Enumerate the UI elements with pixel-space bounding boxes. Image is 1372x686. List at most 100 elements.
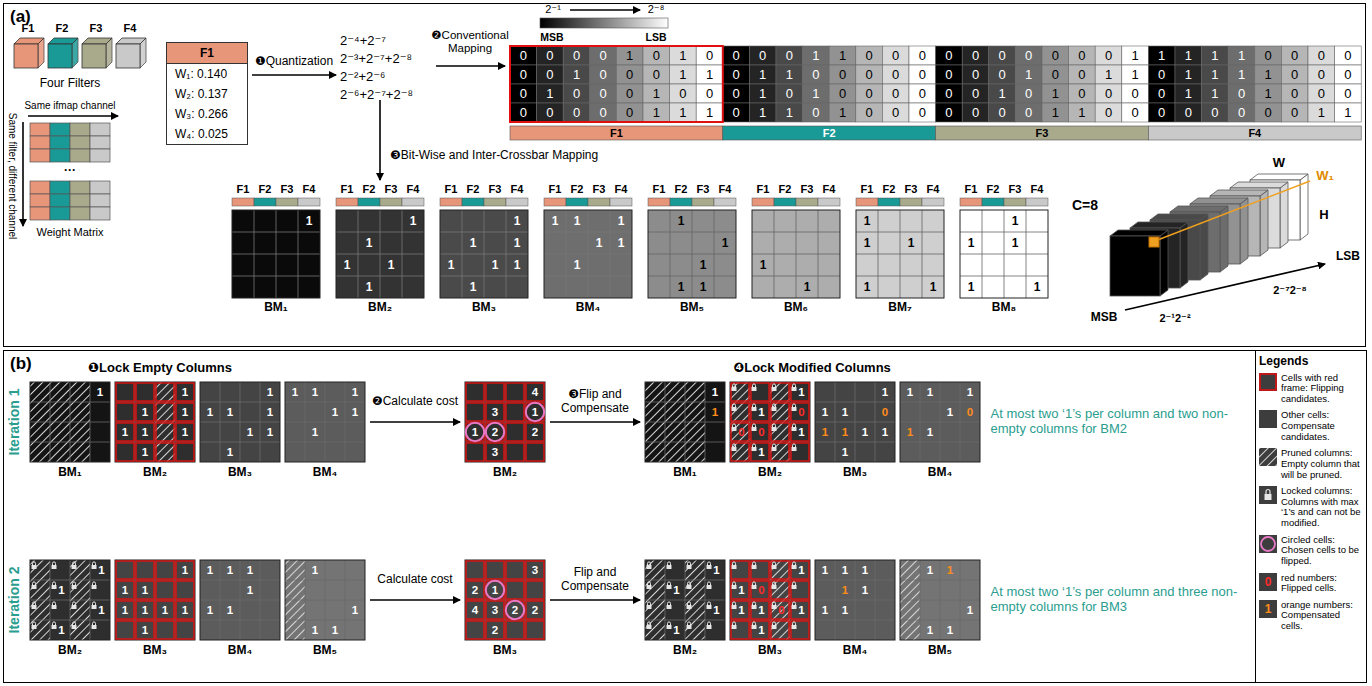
flip-candidate-frame [771, 383, 789, 401]
lock-body [792, 447, 797, 451]
lock-shackle [793, 582, 796, 585]
flip-candidate-frame [156, 601, 174, 619]
channel-count: C=8 [1072, 197, 1098, 213]
legend-swatch [1259, 410, 1277, 428]
matrix-name: BM₂ [368, 301, 392, 315]
legend-symbol [1259, 535, 1277, 553]
filter-bar [796, 198, 818, 206]
matrix-name: BM₅ [928, 644, 952, 658]
lock-shackle [733, 602, 736, 605]
bit-value: 0 [1158, 106, 1165, 121]
filter-name: F2 [823, 127, 836, 140]
bit-value: 0 [1238, 87, 1245, 102]
crossbar-cell [1015, 84, 1042, 103]
lock-body [792, 427, 797, 431]
slab-front [1110, 236, 1160, 296]
matrix-name: BM₃ [758, 644, 782, 658]
filter-name: F1 [653, 183, 666, 196]
flip-candidate-frame [176, 403, 194, 421]
lock-shackle [688, 562, 691, 565]
flip-candidate-frame [771, 403, 789, 421]
filter-name: F4 [407, 183, 420, 196]
filter-bar [936, 126, 1149, 140]
matrix-border [645, 560, 725, 640]
bit-value: 0 [738, 426, 744, 439]
bit-value: 1 [182, 406, 188, 419]
legend-row: Other cells: Compensate candidates. [1259, 410, 1363, 442]
filter-name: F2 [259, 183, 272, 196]
bit-value: 1 [760, 259, 767, 273]
crossbar-cell [803, 84, 830, 103]
lock-body [792, 585, 797, 589]
grid-line [285, 422, 365, 423]
bit-value: 1 [864, 237, 871, 251]
bit-value: 1 [862, 584, 868, 597]
matrix-border [285, 382, 365, 462]
gradient-bar [540, 18, 668, 28]
lock-body [732, 565, 737, 569]
crossbar-cell [670, 84, 697, 103]
lock-body [92, 625, 97, 629]
bit-value: 1 [1185, 68, 1192, 83]
legend-symbol-svg [1259, 373, 1277, 391]
grid-line [815, 600, 895, 601]
bit-value: 1 [332, 406, 338, 419]
flip-candidate-frame [731, 423, 749, 441]
grid-line [900, 422, 980, 423]
crossbar-cell [1042, 46, 1069, 65]
lock-body [667, 565, 672, 569]
bit-value: 0 [882, 406, 888, 419]
bit-value: 1 [182, 564, 188, 577]
matrix-name: BM₂ [143, 466, 167, 480]
weight-cell [50, 149, 70, 162]
bit-value: 0 [706, 49, 713, 64]
matrix-name: BM₂ [58, 644, 82, 658]
weight-cell [50, 123, 70, 136]
bit-value: 0 [599, 68, 606, 83]
bit-value: 1 [352, 604, 358, 617]
grid-line [30, 422, 110, 423]
bit-value: 0 [1052, 68, 1059, 83]
crossbar-cell [1281, 65, 1308, 84]
grid-line [645, 620, 725, 621]
filter-name: F3 [281, 183, 294, 196]
bit-value: 1 [758, 446, 764, 459]
weight-cell [70, 123, 90, 136]
matrix-name: BM₄ [843, 644, 867, 658]
bit-value: 1 [227, 406, 233, 419]
flip-candidate-frame [731, 601, 749, 619]
lock-shackle [773, 622, 776, 625]
bit-value: 3 [532, 564, 538, 577]
bit-value: 0 [778, 604, 784, 617]
flip-candidate-frame [486, 443, 504, 461]
flip-candidate-frame [526, 423, 544, 441]
weight-cell [90, 194, 110, 207]
bit-value: 1 [247, 584, 253, 597]
grid-line [815, 422, 895, 423]
flip-candidate-frame [791, 561, 809, 579]
bit-matrix [440, 210, 528, 298]
bit-value: 1 [1131, 68, 1138, 83]
bit-value: 0 [892, 106, 899, 121]
bit-value: 0 [839, 68, 846, 83]
flip-candidate-frame [136, 423, 154, 441]
bit-value: 3 [492, 446, 498, 459]
bit-value: 1 [312, 426, 318, 439]
lock-shackle [33, 582, 36, 585]
bit-value: 1 [1012, 237, 1019, 251]
crossbar-cell [829, 103, 856, 122]
weight-cell [30, 194, 50, 207]
lock-shackle [773, 582, 776, 585]
bit-value: 2 [472, 584, 478, 597]
note: At most two ‘1’s per column and two non-… [991, 407, 1246, 437]
crossbar-cell [909, 46, 936, 65]
lock-shackle [53, 562, 56, 565]
crossbar-cell [723, 65, 750, 84]
matrix-border [900, 560, 980, 640]
quantized-value: 2⁻⁴+2⁻⁷ [340, 34, 386, 49]
matrix-name: BM₄ [313, 466, 337, 480]
bit-value: 0 [679, 87, 686, 102]
lock-body [32, 625, 37, 629]
lock-shackle [33, 562, 36, 565]
grid-line [645, 600, 725, 601]
